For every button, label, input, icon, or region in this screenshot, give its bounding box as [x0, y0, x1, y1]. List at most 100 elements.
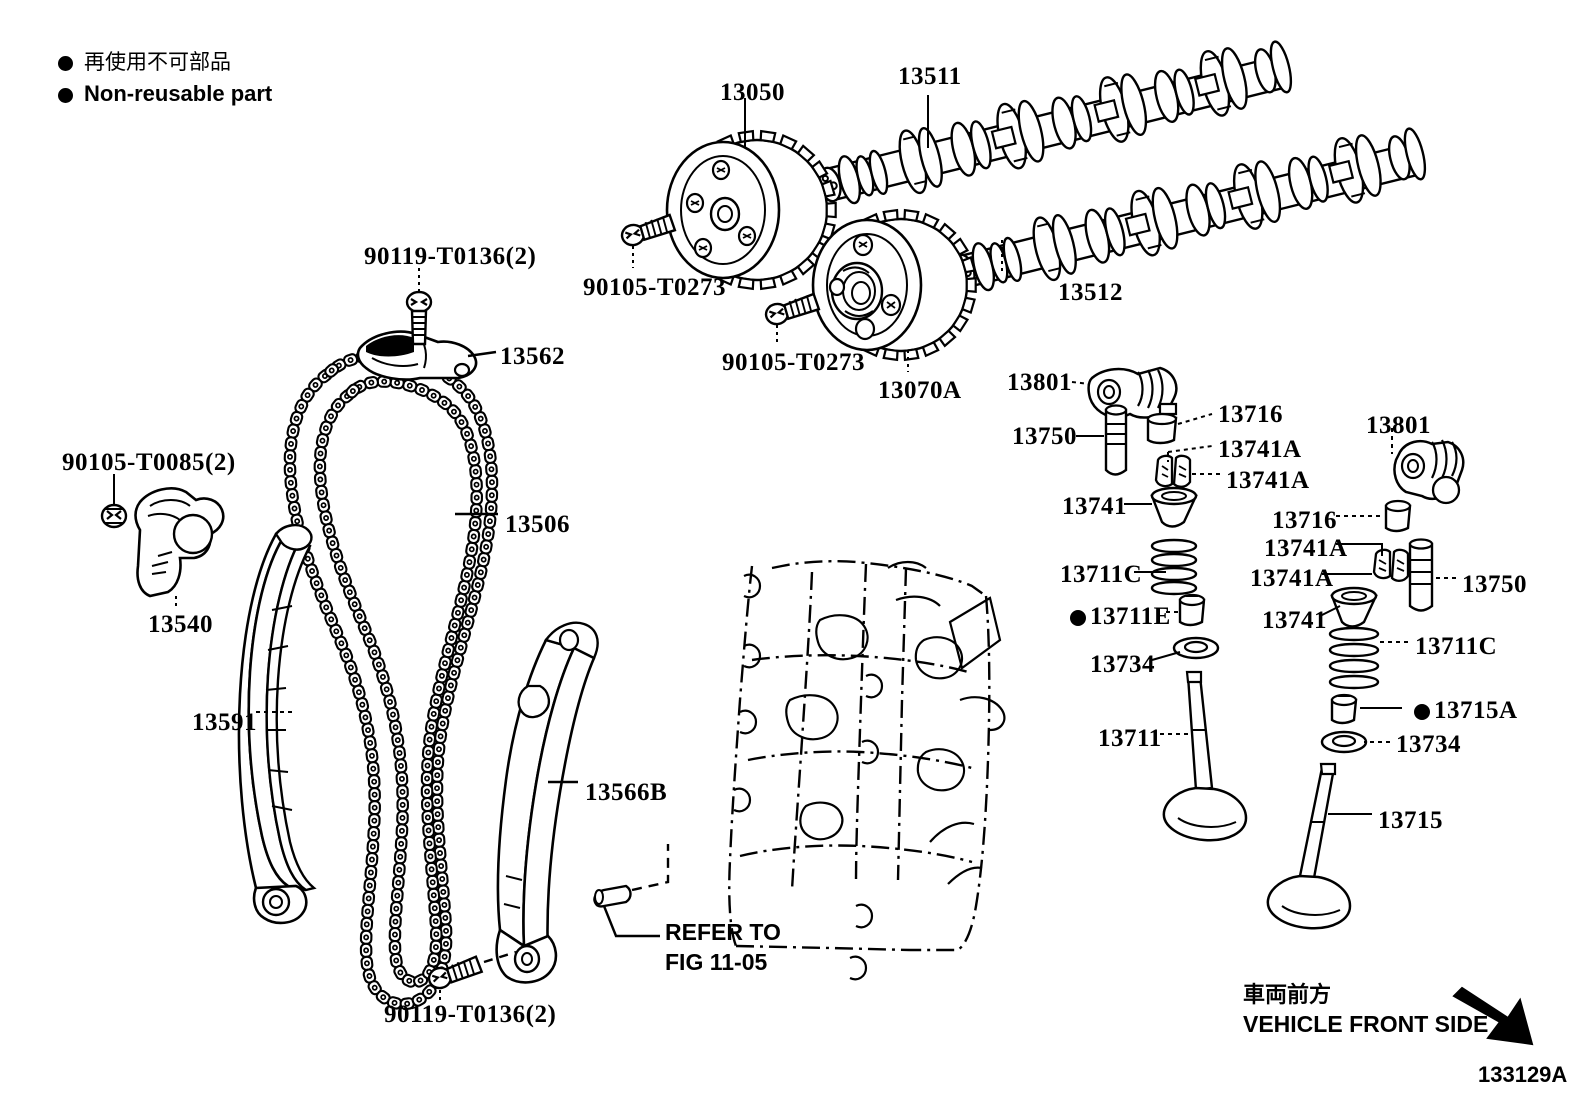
non-reusable-marker-icon [58, 55, 73, 71]
valve-spring-13711c-right [1328, 626, 1380, 690]
spring-seat-13734-center [1172, 636, 1220, 660]
part-label-13711C-c: 13711C [1060, 562, 1142, 587]
part-label-13591: 13591 [192, 710, 257, 735]
chain-tensioner-13540 [134, 487, 225, 598]
part-label-13801-c: 13801 [1007, 370, 1072, 395]
part-label-text: 90105-T0273 [583, 274, 726, 301]
part-label-text: 13801 [1366, 412, 1431, 439]
part-label-text: 13715A [1434, 697, 1518, 724]
leaders-valvetrain-center [1071, 381, 1220, 735]
part-label-text: 13715 [1378, 807, 1443, 834]
part-label-text: 13716 [1272, 507, 1337, 534]
part-label-13711: 13711 [1098, 726, 1162, 751]
bolt-90105-t0273-upper [618, 213, 678, 249]
part-label-text: 13591 [192, 709, 257, 736]
part-label-13540: 13540 [148, 612, 213, 637]
valve-lifter-13750-right [1408, 538, 1434, 612]
legend-en-text: Non-reusable part [84, 81, 273, 106]
part-label-text: 13734 [1396, 731, 1461, 758]
part-label-text: 13750 [1462, 571, 1527, 598]
part-label-90105-T0273-a: 90105-T0273 [583, 275, 726, 300]
part-label-text: 13741A [1226, 467, 1310, 494]
part-label-90119-T0136-top: 90119-T0136(2) [364, 244, 536, 269]
part-label-13741-r: 13741 [1262, 608, 1327, 633]
leaders-valvetrain-right [1319, 428, 1456, 815]
part-label-text: 13741 [1262, 607, 1327, 634]
valve-seal-13715a-right [1330, 693, 1358, 725]
non-reusable-marker-icon [1414, 704, 1430, 721]
leader-bolt-to-guide [483, 950, 517, 964]
spring-seat-13734-right [1320, 730, 1368, 754]
part-label-text: 13711C [1415, 633, 1498, 660]
part-label-13711C-r: 13711C [1415, 634, 1497, 659]
part-label-text: 90119-T0136(2) [384, 1001, 557, 1028]
part-label-text: 13741A [1218, 436, 1302, 463]
lash-cap-13716-right [1384, 499, 1412, 533]
leader-refer-solid [602, 905, 660, 938]
part-label-text: 13801 [1007, 369, 1072, 396]
sprocket-13070a [811, 208, 977, 362]
part-label-text: 13566B [585, 779, 668, 806]
leader-13562 [467, 350, 497, 358]
part-label-90119-T0136-bot: 90119-T0136(2) [384, 1002, 556, 1027]
front-side-en: VEHICLE FRONT SIDE [1243, 1010, 1489, 1037]
part-label-13741A-c1: 13741A [1218, 437, 1302, 462]
refer-to-note: REFER TO FIG 11-05 [665, 918, 781, 978]
rocker-arm-13801-right [1393, 439, 1465, 505]
engine-block-detail [733, 560, 1006, 981]
part-label-text: 13711 [1098, 725, 1162, 752]
part-label-13801-r: 13801 [1366, 413, 1431, 438]
part-label-text: 13734 [1090, 651, 1155, 678]
part-label-text: 13741A [1250, 565, 1334, 592]
non-reusable-marker-icon [1070, 610, 1086, 627]
chain-guide-13591 [237, 523, 317, 925]
legend-jp-text: 再使用不可部品 [84, 50, 231, 74]
part-label-text: 90105-T0085(2) [62, 449, 236, 476]
part-label-text: 13741A [1264, 535, 1348, 562]
part-label-13716-r: 13716 [1272, 508, 1337, 533]
valve-keepers-13741a-center [1154, 454, 1192, 488]
part-label-13715A-r: 13715A [1414, 698, 1518, 723]
part-label-13734-c: 13734 [1090, 652, 1155, 677]
refer-to-line2: FIG 11-05 [665, 948, 768, 975]
chain-damper-13562 [356, 330, 478, 381]
front-side-jp: 車両前方 [1243, 983, 1332, 1008]
part-label-13711E-c: 13711E [1070, 604, 1171, 629]
spring-retainer-13741-right [1330, 586, 1378, 628]
part-label-13715: 13715 [1378, 808, 1443, 833]
rocker-arm-13801-center [1087, 366, 1178, 420]
legend-en: Non-reusable part [58, 83, 272, 105]
part-label-text: 13750 [1012, 423, 1077, 450]
part-label-13512: 13512 [1058, 280, 1123, 305]
exhaust-valve-13715 [1266, 762, 1352, 930]
dowel-pin-refer [593, 884, 632, 908]
timing-chain-13506 [283, 349, 499, 1011]
part-label-13511: 13511 [898, 64, 962, 89]
intake-valve-13711 [1162, 670, 1248, 842]
part-label-13750-c: 13750 [1012, 424, 1077, 449]
part-label-text: 90119-T0136(2) [364, 243, 537, 270]
part-label-13741-c: 13741 [1062, 494, 1127, 519]
part-label-text: 13506 [505, 511, 570, 538]
part-label-13562: 13562 [500, 344, 565, 369]
part-label-13506: 13506 [505, 512, 570, 537]
part-label-text: 13716 [1218, 401, 1283, 428]
part-label-text: 13070A [878, 377, 962, 404]
spring-retainer-13741-center [1150, 486, 1198, 528]
part-label-text: 13711C [1060, 561, 1143, 588]
part-label-13566B: 13566B [585, 780, 667, 805]
part-label-13741A-r1: 13741A [1264, 536, 1348, 561]
part-label-90105-T0085: 90105-T0085(2) [62, 450, 236, 475]
part-label-13734-r: 13734 [1396, 732, 1461, 757]
part-label-13750-r: 13750 [1462, 572, 1527, 597]
legend-jp: 再使用不可部品 [58, 52, 231, 73]
part-label-13741A-r2: 13741A [1250, 566, 1334, 591]
part-label-text: 13562 [500, 343, 565, 370]
part-label-text: 13711E [1090, 603, 1171, 630]
figure-number: 133129A [1478, 1062, 1568, 1087]
vehicle-front-side-note: 車両前方 VEHICLE FRONT SIDE [1243, 982, 1488, 1038]
sprocket-13050 [665, 129, 837, 291]
leader-refer-dashed [631, 844, 670, 892]
part-label-text: 13741 [1062, 493, 1127, 520]
